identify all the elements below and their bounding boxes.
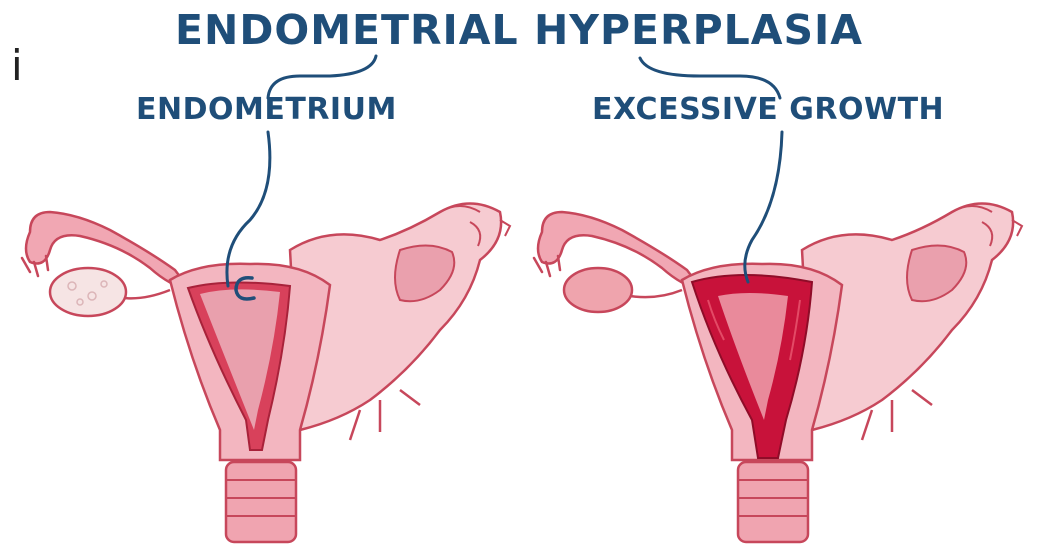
uterus-hyperplasia bbox=[534, 132, 1022, 542]
uterus-normal bbox=[22, 132, 510, 542]
leader-excessive-growth bbox=[745, 132, 782, 282]
bracket-plasia bbox=[640, 58, 780, 98]
bracket-endometrium bbox=[268, 56, 376, 98]
